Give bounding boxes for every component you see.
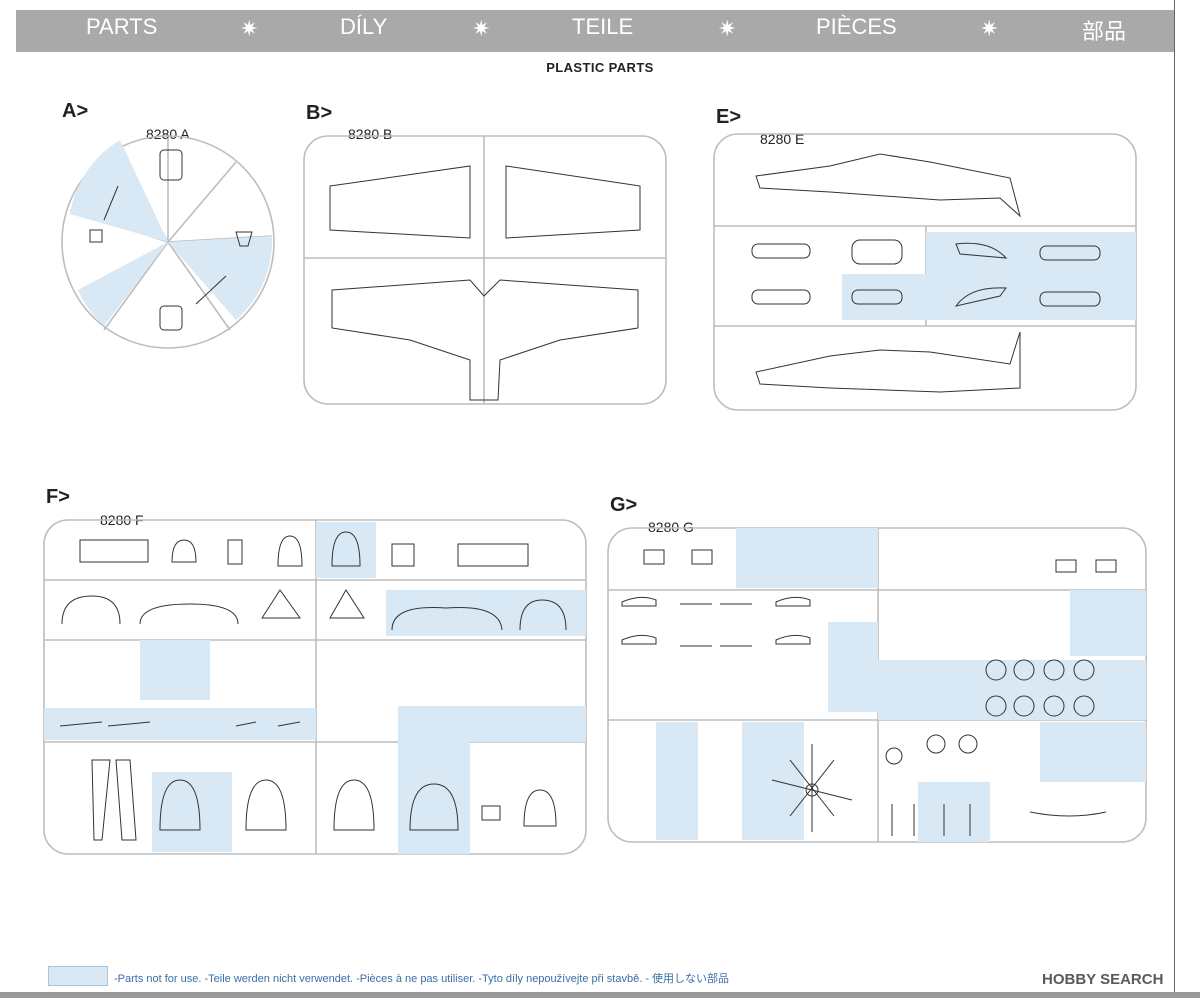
- sprue-f-letter: F>: [46, 486, 70, 508]
- sprue-b-code: 8280 B: [348, 126, 393, 142]
- header-label-parts: PARTS: [86, 14, 158, 39]
- section-title: PLASTIC PARTS: [546, 60, 654, 75]
- header-label-dily: DÍLY: [340, 14, 388, 39]
- header-separator-star-icon: ✷: [240, 16, 259, 41]
- sprue-a-code: 8280 A: [146, 126, 190, 142]
- header-bar: [16, 10, 1174, 52]
- sprue-e-code: 8280 E: [760, 131, 805, 147]
- sprue-b-letter: B>: [306, 102, 333, 124]
- sprue-g-letter: G>: [610, 494, 638, 516]
- header-separator-star-icon: ✷: [980, 16, 999, 41]
- page-right-border: [1174, 0, 1175, 998]
- not-for-use-swatch: [48, 966, 108, 986]
- sprue-a-letter: A>: [62, 100, 89, 122]
- header-label-buhin: 部品: [1082, 19, 1127, 44]
- sprue-f-frame: [43, 519, 587, 855]
- watermark: HOBBY SEARCH: [1042, 971, 1164, 988]
- header-label-pieces: PIÈCES: [816, 14, 897, 39]
- header-label-teile: TEILE: [572, 14, 634, 39]
- sprue-g-code: 8280 G: [648, 519, 694, 535]
- sprue-b-frame: [303, 135, 667, 405]
- page-bottom-bar: [0, 992, 1200, 998]
- header-separator-star-icon: ✷: [472, 16, 491, 41]
- sprue-e-letter: E>: [716, 106, 742, 128]
- not-for-use-legend: -Parts not for use. -Teile werden nicht …: [114, 973, 730, 985]
- not-for-use-areas: [44, 140, 1146, 854]
- header-separator-star-icon: ✷: [718, 16, 737, 41]
